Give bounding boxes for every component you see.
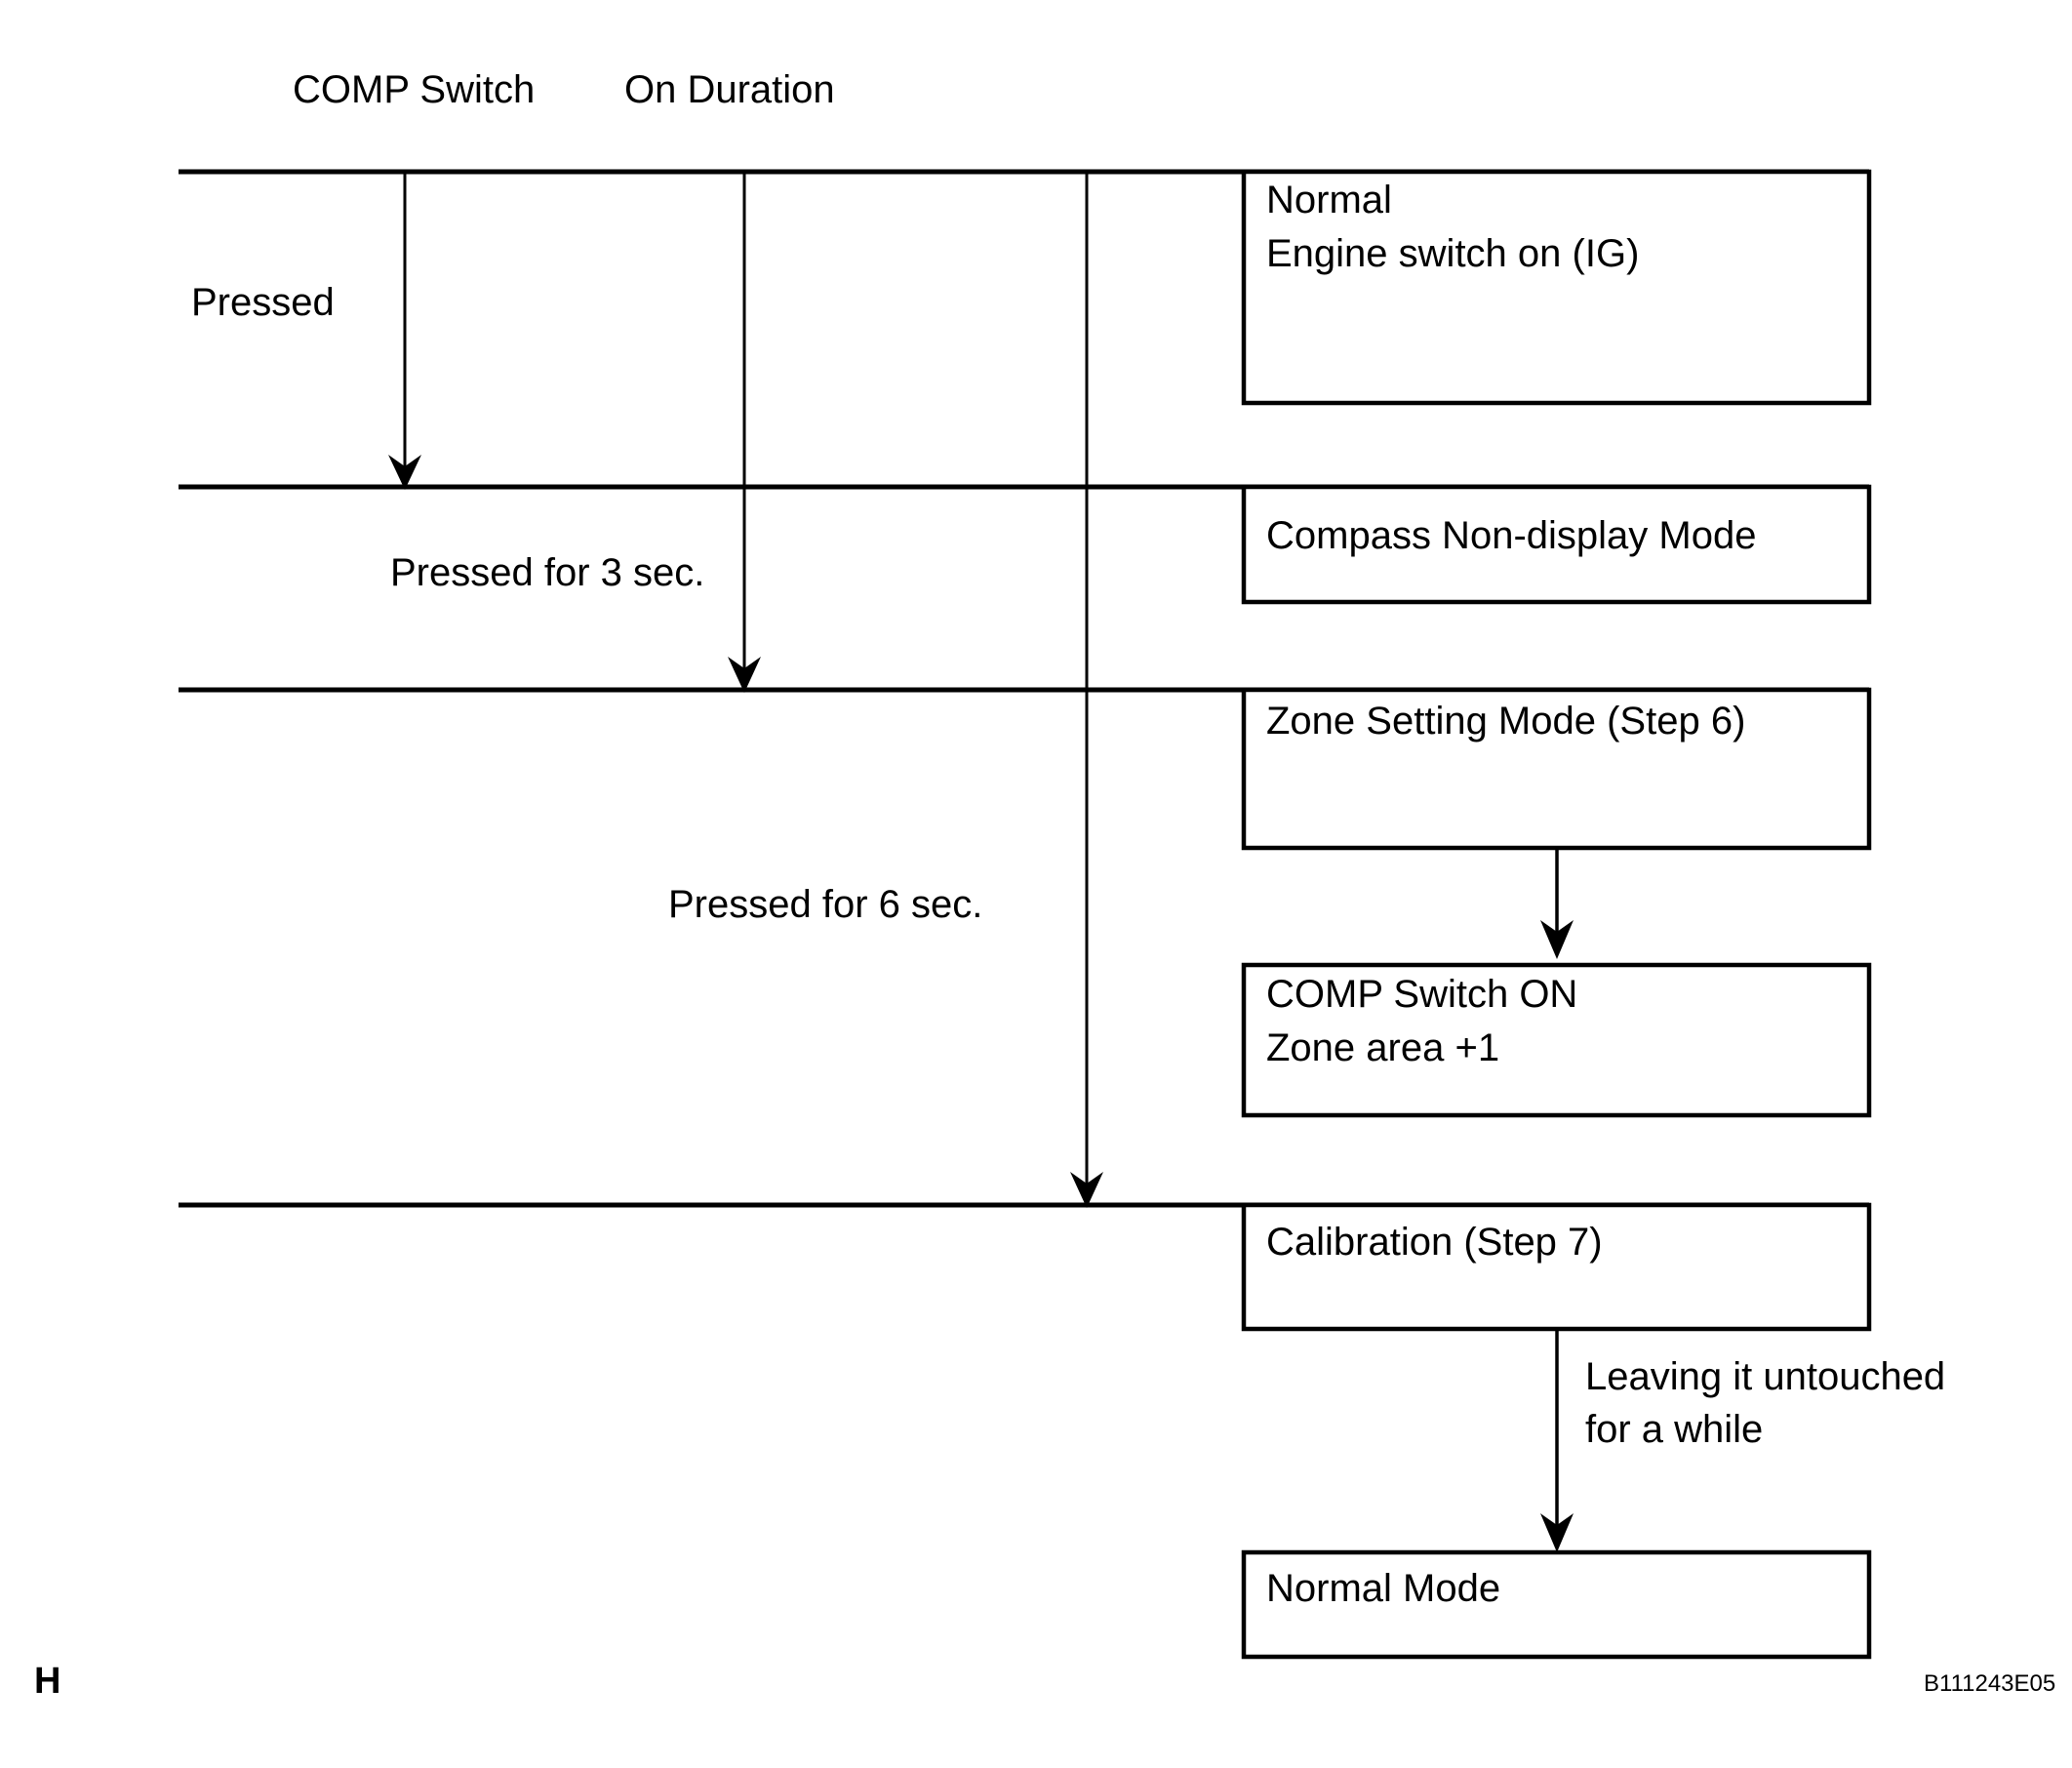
header-on-duration: On Duration — [624, 68, 835, 111]
header-comp-switch: COMP Switch — [293, 68, 535, 111]
lane-label-pressed-3sec: Pressed for 3 sec. — [390, 551, 704, 594]
state-box-zone-setting-line-1: Zone Setting Mode (Step 6) — [1266, 700, 1745, 743]
state-box-normal-line-2: Engine switch on (IG) — [1266, 232, 1639, 275]
state-box-calibration-line-1: Calibration (Step 7) — [1266, 1221, 1603, 1264]
transition-label-leaving-untouched-line-1: Leaving it untouched — [1585, 1355, 1945, 1398]
state-box-compass-non-display — [1241, 484, 1872, 605]
state-box-normal-mode-line-1: Normal Mode — [1266, 1567, 1500, 1610]
state-box-normal-line-1: Normal — [1266, 179, 1392, 221]
corner-label: H — [34, 1661, 60, 1702]
arrowhead-3sec — [728, 657, 761, 693]
arrowhead-zone-to-comp-switch — [1540, 920, 1574, 959]
figure-code-label: B111243E05 — [1924, 1670, 2055, 1697]
lane-label-pressed: Pressed — [191, 281, 335, 324]
arrowhead-pressed — [388, 455, 421, 490]
state-box-comp-switch-on-line-1: COMP Switch ON — [1266, 973, 1577, 1016]
state-box-comp-switch-on-line-2: Zone area +1 — [1266, 1026, 1499, 1069]
transition-label-leaving-untouched-line-2: for a while — [1585, 1408, 1763, 1451]
state-box-normal-mode — [1241, 1549, 1872, 1660]
lane-label-pressed-6sec: Pressed for 6 sec. — [668, 883, 982, 926]
arrowhead-calibration-to-normal-mode — [1540, 1513, 1574, 1552]
state-box-normal — [1241, 169, 1872, 406]
state-box-comp-switch-on — [1241, 962, 1872, 1118]
arrowhead-6sec — [1070, 1172, 1103, 1208]
state-box-compass-non-display-line-1: Compass Non-display Mode — [1266, 514, 1756, 557]
